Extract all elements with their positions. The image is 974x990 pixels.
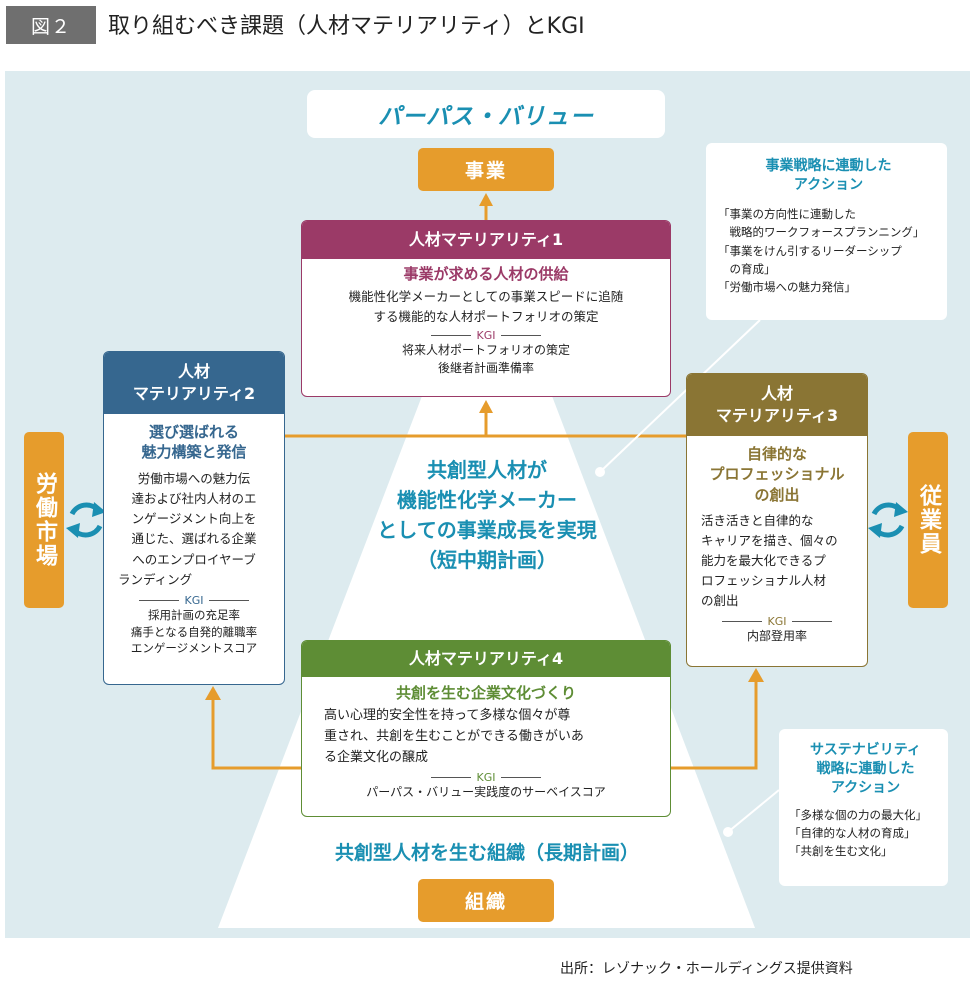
materiality-4-body-line: 高い心理的安全性を持って多様な個々が尊 — [324, 708, 571, 724]
materiality-1-body-line: 機能性化学メーカーとしての事業スピードに追随 — [348, 289, 624, 305]
callout-title: アクション — [830, 779, 901, 796]
materiality-3-body-line: 能力を最大化できるプ — [701, 552, 826, 568]
materiality-4-body-line: 重され、共創を生むことができる働きがいあ — [324, 729, 584, 745]
cycle-icon-left — [66, 502, 106, 538]
materiality-2-kgi-label: KGI — [184, 594, 204, 607]
materiality-1-title: 人材マテリアリティ1 — [302, 221, 670, 259]
connector-m4-m2 — [211, 697, 301, 770]
cycle-icon-right — [868, 502, 908, 538]
callout-item: 「事業の方向性に連動した — [718, 206, 856, 221]
materiality-1-card: 人材マテリアリティ1 事業が求める人材の供給 機能性化学メーカーとしての事業スピ… — [301, 220, 671, 397]
materiality-3-body-line: の創出 — [701, 592, 739, 608]
materiality-2-title: 人材マテリアリティ2 — [104, 352, 284, 414]
materiality-3-kgi-value: 内部登用率 — [746, 628, 807, 643]
materiality-4-subtitle: 共創を生む企業文化づくり — [395, 684, 576, 702]
business-box: 事業 — [418, 148, 554, 191]
materiality-4-card: 人材マテリアリティ4 共創を生む企業文化づくり 高い心理的安全性を持って多様な個… — [301, 640, 671, 817]
callout-item: 「労働市場への魅力発信」 — [718, 280, 856, 295]
callout-dot-sustainability — [723, 827, 733, 837]
materiality-3-card: 人材マテリアリティ3 自律的な プロフェッショナル の創出 活き活きと自律的な … — [686, 373, 868, 667]
figure-badge: 図２ — [6, 6, 96, 44]
materiality-3-body-line: 活き活きと自律的な — [701, 512, 814, 528]
materiality-1-kgi-value: 後継者計画準備率 — [437, 360, 534, 375]
materiality-1-kgi-value: 将来人材ポートフォリオの策定 — [401, 343, 570, 358]
materiality-2-card: 人材マテリアリティ2 選び選ばれる 魅力構築と発信 労働市場への魅力伝 達および… — [103, 351, 285, 685]
arrow-up-jigyo — [479, 193, 493, 206]
materiality-2-body-line: 労働市場への魅力伝 — [137, 470, 251, 486]
materiality-2-subtitle: 魅力構築と発信 — [141, 443, 247, 462]
callout-title: 戦略に連動した — [816, 760, 915, 777]
arrow-up-m2 — [205, 686, 221, 700]
materiality-4-body-line: る企業文化の醸成 — [324, 749, 429, 765]
materiality-3-subtitle: 自律的な — [746, 445, 807, 463]
materiality-2-subtitle: 選び選ばれる — [148, 423, 239, 441]
callout-dot-business — [595, 467, 605, 477]
callout-item: 「事業をけん引するリーダーシップ — [718, 243, 902, 258]
materiality-1-body-line: する機能的な人材ポートフォリオの策定 — [373, 309, 599, 325]
labor-market-box: 労働市場 — [24, 432, 64, 608]
connector-m4-m3 — [671, 680, 758, 770]
materiality-2-body-line: へのエンプロイヤーブ — [132, 551, 256, 567]
purpose-value-box: パーパス・バリュー — [307, 90, 665, 138]
callout-item: 「共創を生む文化」 — [789, 844, 893, 859]
employees-box: 従業員 — [908, 432, 948, 608]
materiality-1-subtitle: 事業が求める人材の供給 — [403, 265, 569, 283]
materiality-3-subtitle: の創出 — [754, 485, 800, 504]
callout-title: アクション — [793, 176, 864, 193]
materiality-2-kgi-value: 採用計画の充足率 — [148, 608, 240, 622]
callout-item: の育成」 — [718, 261, 776, 276]
materiality-3-kgi-label: KGI — [767, 614, 787, 628]
figure-title: 取り組むべき課題（人材マテリアリティ）とKGI — [108, 14, 585, 39]
callout-item: 「多様な個の力の最大化」 — [789, 807, 927, 822]
materiality-2-body-line: ンゲージメント向上を — [131, 511, 257, 526]
materiality-3-body-line: ロフェッショナル人材 — [701, 572, 827, 588]
center-goal-text: 共創型人材が 機能性化学メーカー としての事業成長を実現 （短中期計画） — [377, 458, 597, 572]
callout-item: 戦略的ワークフォースプランニング」 — [718, 225, 925, 240]
materiality-4-kgi-label: KGI — [476, 770, 496, 784]
materiality-3-subtitle: プロフェッショナル — [709, 465, 845, 484]
callout-title: 事業戦略に連動した — [765, 158, 892, 174]
sustainability-strategy-callout: サステナビリティ 戦略に連動した アクション 「多様な個の力の最大化」 「自律的… — [779, 729, 948, 886]
organization-box: 組織 — [418, 879, 554, 922]
materiality-3-title: 人材マテリアリティ3 — [687, 374, 867, 436]
materiality-2-kgi-value: エンゲージメントスコア — [130, 641, 258, 656]
arrow-up-m1 — [479, 400, 493, 413]
materiality-2-body-line: ランディング — [118, 571, 193, 587]
materiality-2-kgi-value: 痛手となる自発的離職率 — [130, 624, 258, 639]
arrow-up-m3 — [748, 668, 764, 682]
materiality-3-body-line: キャリアを描き、個々の — [701, 532, 838, 548]
materiality-1-kgi-label: KGI — [476, 329, 496, 343]
callout-pointer-business — [599, 319, 761, 473]
materiality-2-body-line: 通じた、選ばれる企業 — [131, 531, 257, 547]
source-note: 出所：レゾナック・ホールディングス提供資料 — [560, 961, 853, 977]
materiality-2-body-line: 達および社内人材のエ — [131, 490, 257, 506]
materiality-4-kgi-value: パーパス・バリュー実践度のサーベイスコア — [366, 784, 606, 799]
bottom-goal-text: 共創型人材を生む組織（長期計画） — [334, 842, 639, 864]
callout-title: サステナビリティ — [810, 742, 921, 758]
materiality-4-title: 人材マテリアリティ4 — [302, 641, 670, 677]
callout-pointer-sustainability — [727, 789, 780, 833]
callout-item: 「自律的な人材の育成」 — [789, 826, 916, 841]
business-strategy-callout: 事業戦略に連動した アクション 「事業の方向性に連動した 戦略的ワークフォースプ… — [706, 143, 947, 320]
